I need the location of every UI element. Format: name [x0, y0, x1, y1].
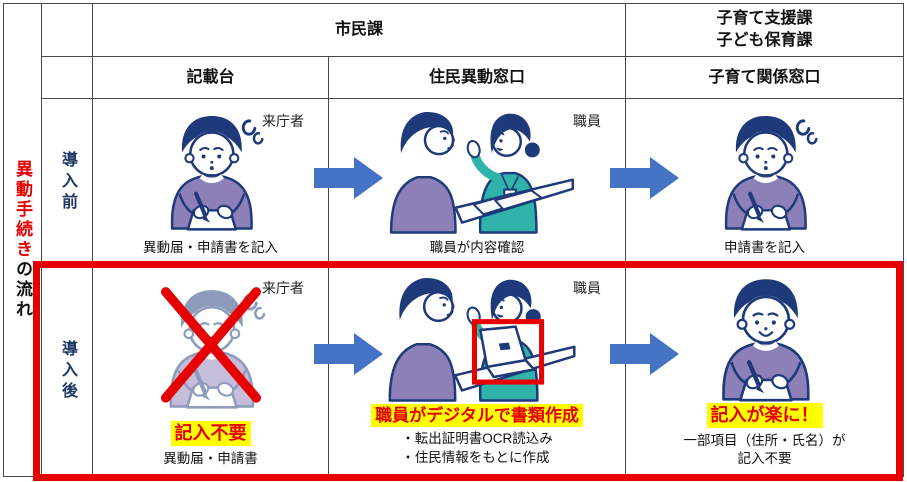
- flow-arrow-icon: [610, 333, 679, 375]
- bullet-ocr: ・転出証明書OCR読込み: [401, 430, 553, 446]
- visitor-writing-crossed-illustration: [145, 272, 277, 421]
- header-col-madoguchi: 住民異動窓口: [328, 56, 626, 99]
- blank-header-cell-top: [41, 3, 93, 57]
- staff-label: 職員: [573, 280, 601, 296]
- header-col-kosodate-madoguchi-label: 子育て関係窓口: [708, 68, 821, 86]
- person-writing-happy-icon: [721, 278, 810, 402]
- row-label-before: 導入前: [41, 98, 93, 266]
- row-label-after: 導入後: [41, 265, 93, 477]
- header-dept-kosodate-line2: 子ども保育課: [716, 32, 813, 49]
- bullet-resident-info: ・住民情報をもとに作成: [401, 450, 550, 466]
- cell-after-kosodate: 記入が楽に！ 一部項目（住所・氏名）が 記入不要: [625, 265, 904, 477]
- highlight-digital-docs: 職員がデジタルで書類作成: [371, 403, 583, 427]
- cell-before-madoguchi: 職員: [328, 98, 626, 266]
- visitor-writing-illustration: [147, 105, 275, 237]
- header-dept-shiminka: 市民課: [92, 3, 626, 57]
- flow-arrow-icon: [314, 157, 383, 199]
- staff-laptop-icon: [388, 277, 576, 402]
- caption-after-kosodate-line1: 一部項目（住所・氏名）が: [683, 432, 846, 448]
- caption-after-kisaidai: 異動届・申請書: [163, 450, 258, 466]
- header-dept-kosodate-label: 子育て支援課 子ども保育課: [716, 8, 812, 51]
- flow-arrow-icon: [610, 157, 679, 199]
- person-writing-icon: [170, 115, 264, 231]
- visitor-writing-illustration: [701, 105, 829, 237]
- visitor-writing-happy-illustration: [697, 272, 833, 403]
- header-dept-kosodate-line1: 子育て支援課: [716, 10, 813, 28]
- digital-docs-bullets: ・転出証明書OCR読込み ・住民情報をもとに作成: [401, 429, 553, 468]
- header-dept-kosodate: 子育て支援課 子ども保育課: [625, 3, 904, 57]
- blank-header-cell-sub: [41, 56, 93, 99]
- caption-before-kosodate: 申請書を記入: [724, 239, 805, 255]
- highlight-easy-entry: 記入が楽に！: [706, 403, 823, 428]
- header-col-kosodate-madoguchi: 子育て関係窓口: [625, 56, 904, 99]
- sweat-drops-icon: [795, 119, 818, 145]
- flow-arrow-icon: [314, 333, 383, 375]
- caption-after-kosodate-line2: 記入不要: [737, 450, 792, 466]
- documents-icon: [472, 189, 543, 216]
- caption-before-madoguchi: 職員が内容確認: [429, 239, 525, 255]
- person-writing-icon: [724, 115, 818, 231]
- cell-after-madoguchi: 職員: [328, 265, 626, 477]
- red-x-cross-icon: [160, 286, 261, 403]
- vertical-title-black: の流れ: [13, 260, 32, 320]
- vertical-title-red: 異動手続き: [13, 160, 32, 260]
- caption-after-kosodate: 一部項目（住所・氏名）が 記入不要: [684, 432, 846, 468]
- row-label-before-text: 導入前: [59, 150, 76, 214]
- caption-before-kisaidai: 異動届・申請書を記入: [143, 239, 278, 255]
- cell-after-kisaidai: 来庁者: [92, 265, 329, 477]
- laptop-highlight-box: [471, 318, 545, 385]
- person-writing-crossed-icon: [160, 286, 265, 409]
- diagram-vertical-title: 異動手続きの流れ: [3, 3, 42, 477]
- visitor-label: 来庁者: [262, 113, 304, 129]
- row-label-after-text: 導入後: [59, 339, 76, 403]
- sweat-drops-icon: [241, 119, 264, 145]
- laptop-icon: [479, 325, 536, 379]
- highlight-no-entry: 記入不要: [170, 421, 251, 446]
- header-dept-shiminka-label: 市民課: [334, 21, 383, 39]
- staff-counter-icon: [389, 111, 575, 234]
- counter-check-illustration: [357, 105, 597, 237]
- visitor-label: 来庁者: [262, 280, 304, 296]
- counter-digital-illustration: [357, 272, 597, 404]
- header-col-kisaidai-label: 記載台: [186, 68, 235, 86]
- header-col-madoguchi-label: 住民異動窓口: [428, 68, 525, 86]
- header-col-kisaidai: 記載台: [92, 56, 329, 99]
- cell-before-kisaidai: 来庁者: [92, 98, 329, 266]
- staff-label: 職員: [573, 113, 601, 129]
